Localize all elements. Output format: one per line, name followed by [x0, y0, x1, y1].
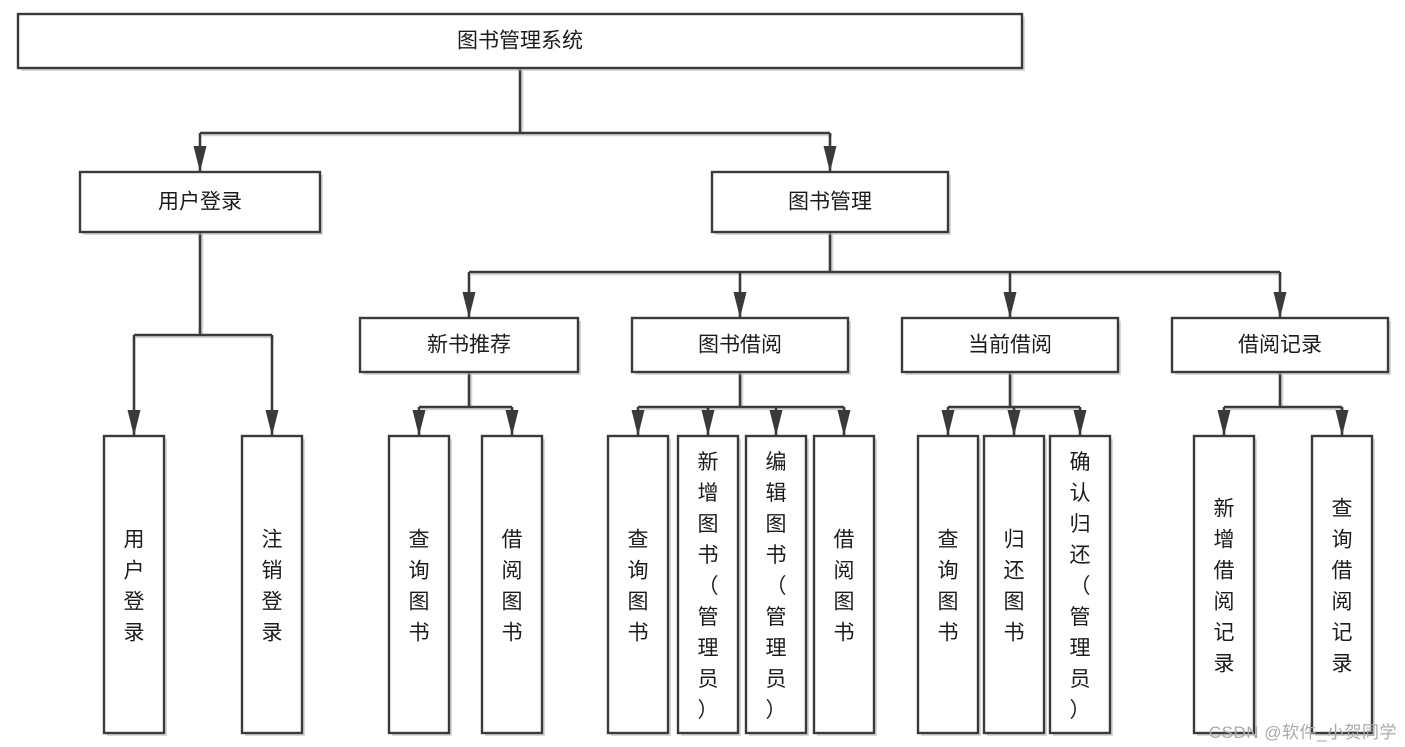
arrow-head-icon	[462, 292, 476, 318]
node-leaf-query-borrow-record[interactable]: 查询借阅记录	[1310, 434, 1375, 736]
arrow-head-icon	[631, 410, 645, 436]
node-root-system[interactable]: 图书管理系统	[16, 12, 1025, 71]
node-box[interactable]	[480, 434, 544, 735]
node-box[interactable]	[1048, 434, 1112, 735]
node-box[interactable]	[78, 170, 322, 234]
node-box[interactable]	[676, 434, 740, 735]
connector-shadow	[421, 374, 514, 411]
node-label: 查询借阅记录	[1332, 498, 1353, 676]
node-box[interactable]	[102, 434, 166, 735]
node-box[interactable]	[812, 434, 876, 735]
node-box[interactable]	[1170, 316, 1390, 374]
node-label: 图书管理系统	[457, 30, 583, 53]
arrow-head-icon	[941, 410, 955, 436]
node-leaf-user-login[interactable]: 用户登录	[102, 434, 167, 736]
node-leaf-borrow-book[interactable]: 借阅图书	[812, 434, 877, 736]
node-label: 新增借阅记录	[1214, 498, 1235, 676]
node-box[interactable]	[630, 316, 850, 374]
node-box[interactable]	[982, 434, 1046, 735]
node-leaf-logout[interactable]: 注销登录	[240, 434, 305, 736]
connector-shadow	[202, 70, 832, 137]
node-label: 借阅图书	[502, 529, 523, 645]
arrow-head-icon	[733, 292, 747, 318]
connector-edge-userlogin-to-leaves	[127, 232, 279, 436]
connector-shadow	[471, 234, 1282, 276]
node-label: 新书推荐	[427, 334, 511, 357]
node-layer: 图书管理系统用户登录图书管理新书推荐图书借阅当前借阅借阅记录用户登录注销登录查询…	[16, 12, 1391, 736]
arrow-head-icon	[1073, 410, 1087, 436]
node-label: 用户登录	[158, 191, 242, 214]
arrow-head-icon	[769, 410, 783, 436]
arrow-head-icon	[127, 410, 141, 436]
node-book-borrow[interactable]: 图书借阅	[630, 316, 851, 375]
node-box[interactable]	[900, 316, 1120, 374]
node-label: 当前借阅	[968, 334, 1052, 357]
node-leaf-borrow-books-recommend[interactable]: 借阅图书	[480, 434, 545, 736]
connector-shadow	[950, 374, 1082, 411]
node-label: 确认归还（管理员）	[1070, 451, 1091, 722]
node-leaf-edit-book-admin[interactable]: 编辑图书（管理员）	[744, 434, 809, 736]
arrow-head-icon	[701, 410, 715, 436]
node-label: 查询图书	[409, 529, 430, 645]
connector-edge-current-to-leaves	[941, 372, 1087, 436]
node-label: 归还图书	[1004, 529, 1025, 645]
node-current-borrow[interactable]: 当前借阅	[900, 316, 1121, 375]
arrow-head-icon	[265, 410, 279, 436]
node-box[interactable]	[387, 434, 451, 735]
node-label: 编辑图书（管理员）	[766, 451, 787, 722]
node-label: 新增图书（管理员）	[698, 451, 719, 722]
node-user-login[interactable]: 用户登录	[78, 170, 323, 235]
arrow-head-icon	[193, 146, 207, 172]
arrow-head-icon	[1007, 410, 1021, 436]
node-leaf-confirm-return-admin[interactable]: 确认归还（管理员）	[1048, 434, 1113, 736]
node-label: 用户登录	[124, 529, 145, 645]
node-leaf-add-borrow-record[interactable]: 新增借阅记录	[1192, 434, 1257, 736]
node-label: 查询图书	[938, 529, 959, 645]
connector-edge-records-to-leaves	[1217, 372, 1349, 436]
node-box[interactable]	[16, 12, 1024, 70]
node-leaf-return-book[interactable]: 归还图书	[982, 434, 1047, 736]
node-box[interactable]	[1192, 434, 1256, 735]
connector-shadow	[136, 234, 274, 339]
node-label: 借阅记录	[1238, 334, 1322, 357]
arrow-head-icon	[1217, 410, 1231, 436]
node-box[interactable]	[916, 434, 980, 735]
node-box[interactable]	[1310, 434, 1374, 735]
connector-shadow	[640, 374, 846, 411]
connector-layer	[127, 68, 1349, 436]
node-label: 借阅图书	[834, 529, 855, 645]
arrow-head-icon	[1273, 292, 1287, 318]
arrow-head-icon	[823, 146, 837, 172]
node-borrow-records[interactable]: 借阅记录	[1170, 316, 1391, 375]
arrow-head-icon	[412, 410, 426, 436]
connector-edge-root-to-level2	[193, 68, 837, 172]
arrow-head-icon	[1335, 410, 1349, 436]
node-leaf-add-book-admin[interactable]: 新增图书（管理员）	[676, 434, 741, 736]
node-box[interactable]	[606, 434, 670, 735]
arrow-head-icon	[1003, 292, 1017, 318]
node-label: 图书管理	[788, 191, 872, 214]
node-box[interactable]	[358, 316, 580, 374]
connector-shadow	[1226, 374, 1344, 411]
node-leaf-query-books-current[interactable]: 查询图书	[916, 434, 981, 736]
node-book-management[interactable]: 图书管理	[710, 170, 951, 235]
node-label: 查询图书	[628, 529, 649, 645]
arrow-head-icon	[837, 410, 851, 436]
connector-edge-bookmgmt-to-level3	[462, 232, 1287, 318]
node-box[interactable]	[744, 434, 808, 735]
node-box[interactable]	[710, 170, 950, 234]
node-leaf-query-books-recommend[interactable]: 查询图书	[387, 434, 452, 736]
node-label: 注销登录	[262, 529, 283, 645]
connector-edge-borrow-to-leaves	[631, 372, 851, 436]
node-box[interactable]	[240, 434, 304, 735]
connector-edge-recommend-to-leaves	[412, 372, 519, 436]
node-leaf-query-books-borrow[interactable]: 查询图书	[606, 434, 671, 736]
arrow-head-icon	[505, 410, 519, 436]
node-new-book-recommend[interactable]: 新书推荐	[358, 316, 581, 375]
node-label: 图书借阅	[698, 334, 782, 357]
